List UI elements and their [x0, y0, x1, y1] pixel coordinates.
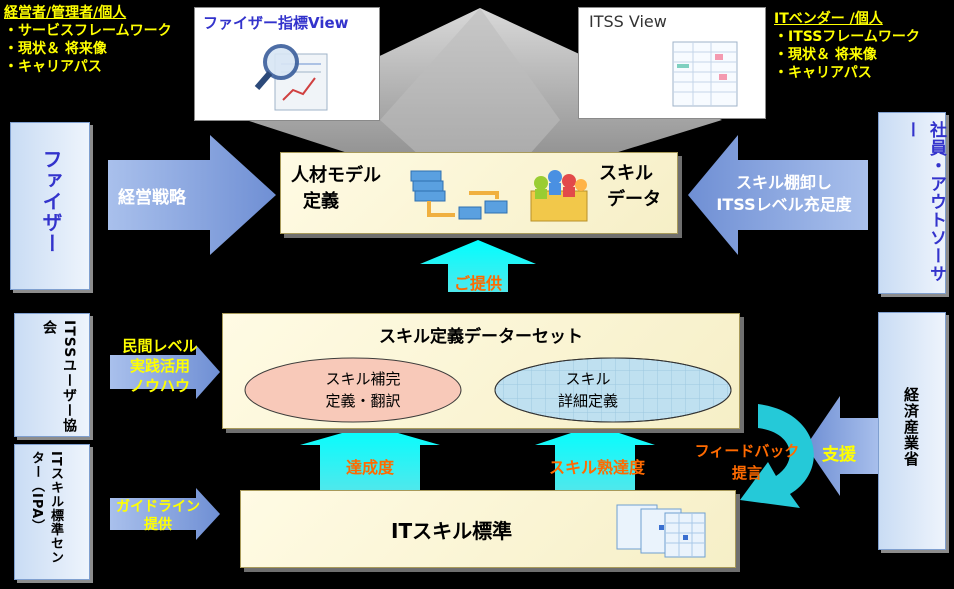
left-ellipse-line2: 定義・翻訳 — [325, 392, 401, 410]
proficiency-label: スキル熟達度 — [548, 458, 645, 477]
itss-user-label: ITSSユーザー協会 — [41, 320, 77, 434]
fizer-view-card: ファイザー指標View — [194, 7, 380, 121]
meti-label: 経済産業省 — [902, 387, 920, 467]
support-label: 支援 — [822, 445, 856, 465]
magnifier-chart-icon — [254, 44, 328, 111]
right-ellipse-line2: 詳細定義 — [557, 392, 618, 410]
left-ellipse-line1: スキル補完 — [325, 370, 401, 388]
achievement-label: 達成度 — [345, 458, 394, 477]
management-item-3: ・キャリアパス — [4, 59, 102, 75]
left-ellipse-label: スキル補完 定義・翻訳 — [303, 368, 423, 412]
left-ellipse — [244, 357, 462, 423]
right-ellipse-line1: スキル — [565, 370, 611, 388]
right-ellipse-label: スキル 詳細定義 — [523, 368, 653, 412]
standard-panel: ITスキル標準 — [240, 490, 736, 568]
knowhow-arrow — [110, 345, 220, 399]
proficiency-arrow — [535, 425, 655, 490]
achievement-arrow — [300, 425, 440, 490]
itss-view-title: ITSS View — [589, 12, 667, 31]
model-right-line2: データ — [607, 189, 661, 210]
knowhow-label: 民間レベル 実践活用 ノウハウ — [110, 336, 210, 396]
feedback-line1: フィードバック — [694, 442, 800, 460]
fizer-view-title: ファイザー指標View — [203, 14, 349, 32]
management-item-2: ・現状＆ 将来像 — [4, 41, 107, 57]
management-title: 経営者/管理者/個人 — [4, 5, 127, 21]
management-item-1: ・サービスフレームワーク — [4, 23, 172, 39]
ipa-box: ITスキル標準センター（IPA） — [14, 444, 90, 580]
management-block: 経営者/管理者/個人 ・サービスフレームワーク ・現状＆ 将来像 ・キャリアパス — [4, 4, 172, 76]
itss-user-box: ITSSユーザー協会 — [14, 313, 90, 437]
model-left-label: 人材モデル 定義 — [291, 163, 381, 215]
model-flow-icon — [410, 170, 508, 220]
provide-label: ご提供 — [453, 274, 502, 293]
dataset-title: スキル定義データーセット — [379, 327, 583, 347]
guideline-line2: 提供 — [144, 517, 172, 533]
dataset-panel: スキル定義データーセット スキル補完 定義・翻訳 スキル 詳細定義 — [222, 313, 740, 429]
inventory-arrow — [688, 135, 868, 255]
employee-label: 社員・アウトソーサー — [901, 121, 946, 283]
model-right-label: スキル データ — [599, 161, 661, 213]
feedback-label: フィードバック 提言 — [690, 440, 804, 484]
vendor-block: ITベンダー /個人 ・ITSSフレームワーク ・現状＆ 将来像 ・キャリアパス — [774, 10, 920, 82]
itss-table-icon — [672, 41, 738, 107]
standard-title: ITスキル標準 — [391, 519, 513, 543]
knowhow-line2: 実践活用 — [129, 357, 190, 375]
provide-arrow — [420, 240, 536, 292]
guideline-line1: ガイドライン — [116, 499, 200, 515]
inventory-label: スキル棚卸し ITSSレベル充足度 — [706, 172, 862, 216]
feedback-arrow — [740, 404, 814, 508]
fizer-label: ファイザー — [39, 149, 63, 254]
model-left-line1: 人材モデル — [291, 165, 381, 186]
support-arrow — [806, 396, 880, 496]
inventory-label-line1: スキル棚卸し — [735, 173, 832, 192]
ipa-label: ITスキル標準センター（IPA） — [29, 451, 63, 565]
knowhow-line3: ノウハウ — [129, 377, 190, 395]
inventory-label-line2: ITSSレベル充足度 — [716, 195, 852, 214]
strategy-label: 経営戦略 — [118, 188, 186, 208]
guideline-arrow — [110, 488, 220, 540]
vendor-item-3: ・キャリアパス — [774, 65, 872, 81]
knowhow-line1: 民間レベル — [122, 337, 198, 355]
model-left-line2: 定義 — [303, 191, 339, 212]
vendor-item-2: ・現状＆ 将来像 — [774, 47, 877, 63]
employee-box: 社員・アウトソーサー — [878, 112, 946, 294]
guideline-label: ガイドライン 提供 — [108, 498, 208, 534]
fizer-box: ファイザー — [10, 122, 90, 290]
strategy-arrow — [108, 135, 276, 255]
dataset-ellipses — [244, 357, 732, 423]
itss-view-card: ITSS View — [578, 7, 766, 119]
model-right-line1: スキル — [599, 163, 653, 184]
meti-box: 経済産業省 — [878, 312, 946, 550]
vendor-title: ITベンダー /個人 — [774, 11, 883, 27]
standard-sheets-icon — [616, 504, 706, 558]
people-folder-icon — [530, 170, 588, 222]
model-panel: 人材モデル 定義 スキル データ — [280, 152, 678, 234]
feedback-line2: 提言 — [731, 464, 762, 482]
vendor-item-1: ・ITSSフレームワーク — [774, 29, 920, 45]
